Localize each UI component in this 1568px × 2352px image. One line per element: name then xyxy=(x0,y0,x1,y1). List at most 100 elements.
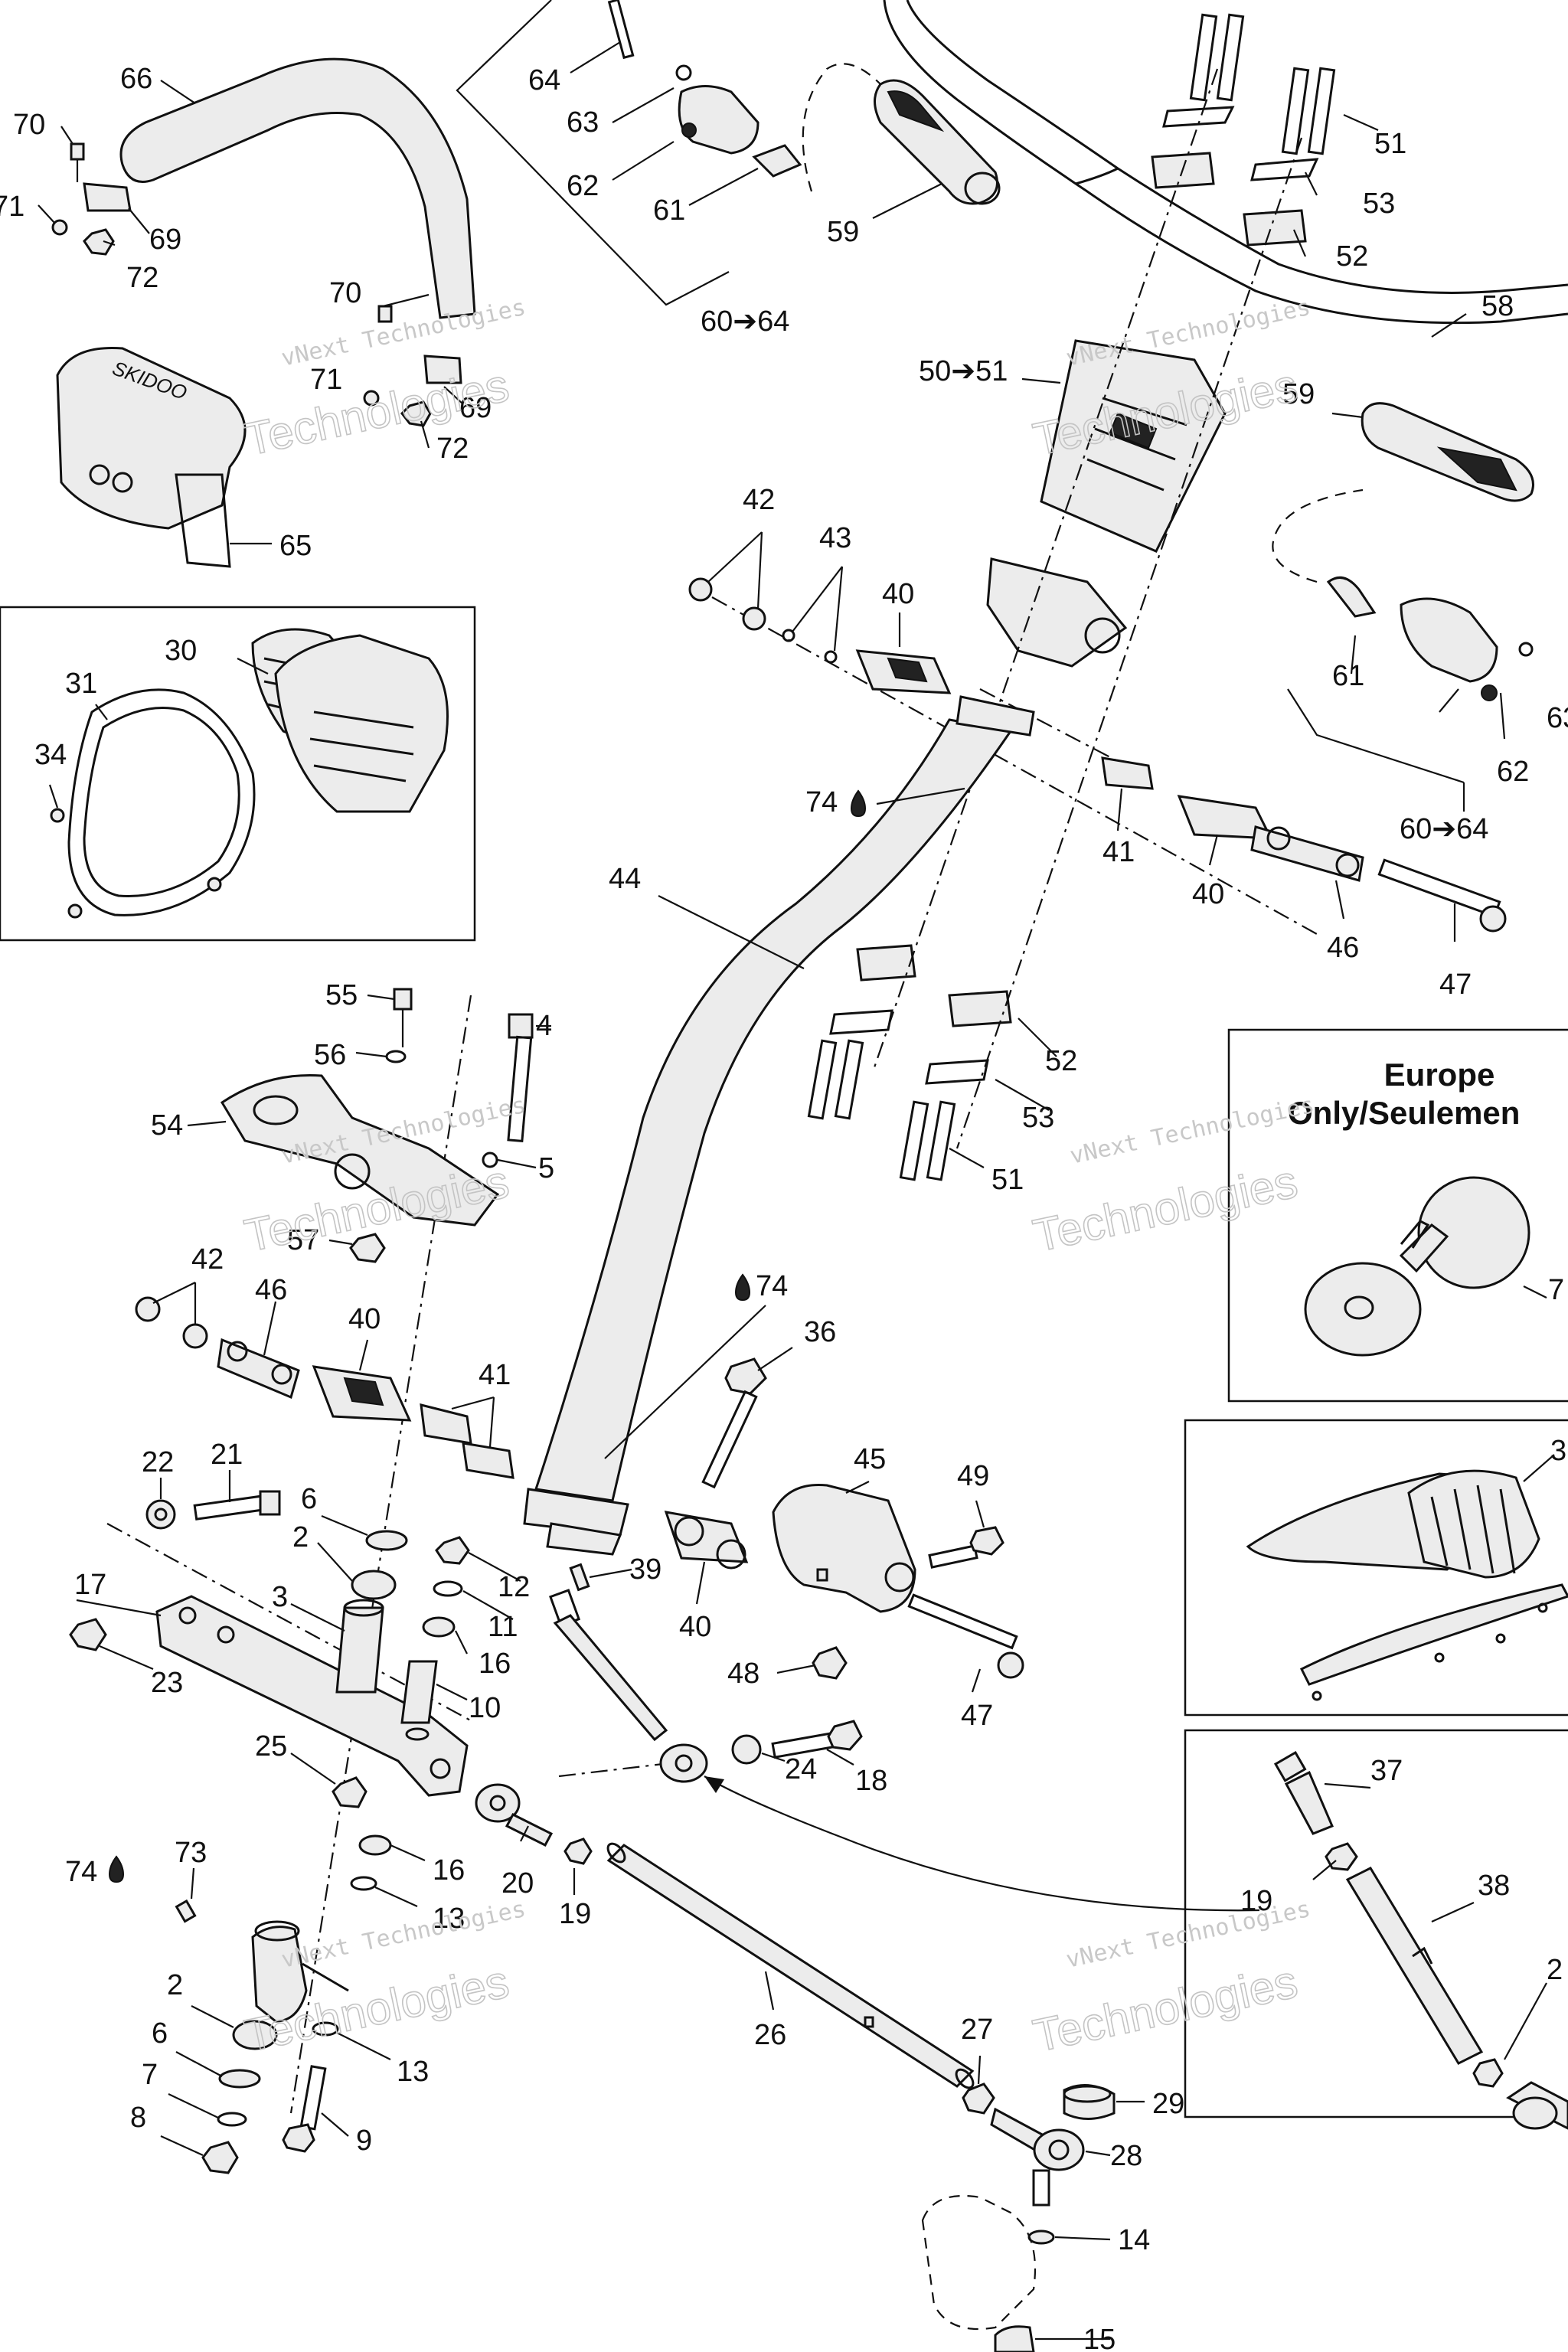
washer-13-b xyxy=(312,2021,339,2037)
bracket-45 xyxy=(772,1483,916,1613)
bushing-16-a xyxy=(422,1616,456,1638)
callout-52: 52 xyxy=(1336,240,1368,273)
washer-56 xyxy=(385,1050,407,1063)
riser-50 xyxy=(1040,339,1227,553)
callout-2-c: 2 xyxy=(1547,1954,1563,1986)
bolt-64 xyxy=(607,0,635,60)
nut-72-b xyxy=(400,400,432,427)
nut-42-d xyxy=(182,1323,208,1349)
bolt-4 xyxy=(507,1035,533,1143)
nut-71-a xyxy=(51,219,68,236)
callout-51-b: 51 xyxy=(991,1164,1024,1196)
callout-14: 14 xyxy=(1118,2224,1150,2256)
callout-46: 46 xyxy=(1327,932,1359,964)
horn-bulb xyxy=(1417,1176,1530,1289)
watermark-text: Technologies xyxy=(240,359,514,465)
callout-28: 28 xyxy=(1110,2140,1142,2172)
callout-71-b: 71 xyxy=(310,364,342,396)
nut-15 xyxy=(994,2325,1035,2352)
bracket-17 xyxy=(155,1595,469,1797)
callout-73: 73 xyxy=(175,1837,207,1869)
bolt-9 xyxy=(299,2065,327,2131)
callout-7-b: 7 xyxy=(1548,1274,1564,1306)
callout-40-d: 40 xyxy=(679,1611,711,1643)
drop-icon xyxy=(850,789,867,818)
bearing-40-lower-right xyxy=(664,1511,749,1563)
clamp-69-a xyxy=(83,182,132,212)
link-46-upper xyxy=(1250,825,1364,882)
handlebar-lower-edge xyxy=(906,0,1568,294)
ball-joint-20 xyxy=(475,1783,521,1823)
bolt-70-a xyxy=(70,142,85,161)
washer-7 xyxy=(217,2112,247,2127)
callout-13-b: 13 xyxy=(397,2056,429,2088)
group-bracket-60-64-right xyxy=(1287,688,1465,784)
callout-64: 64 xyxy=(528,64,560,96)
callout-19-b: 19 xyxy=(1240,1885,1272,1917)
callout-59: 59 xyxy=(827,216,859,248)
callout-74-c: 74 xyxy=(65,1856,97,1888)
callout-17: 17 xyxy=(74,1569,106,1601)
washer-24 xyxy=(731,1734,762,1765)
steering-rod-upper xyxy=(553,1614,668,1742)
callout-49: 49 xyxy=(957,1460,989,1492)
bushing-16-b xyxy=(358,1834,392,1856)
callout-3-b: 3 xyxy=(1550,1435,1566,1467)
callout-47: 47 xyxy=(1439,969,1472,1001)
washer-43-a xyxy=(782,629,795,642)
rod-38 xyxy=(1345,1867,1484,2065)
callout-3: 3 xyxy=(272,1581,288,1613)
callout-2-b: 2 xyxy=(167,1969,183,2001)
insert-61-right xyxy=(1326,576,1377,618)
clamp-52-bottom-right xyxy=(948,990,1012,1027)
bolt-21 xyxy=(193,1494,270,1521)
ring-right xyxy=(1299,1583,1568,1686)
watermarks: vNext Technologies Technologies vNext Te… xyxy=(240,294,1317,2063)
leader-lines xyxy=(38,41,1555,2341)
callout-11: 11 xyxy=(488,1611,518,1643)
group-bracket-60-64-top xyxy=(456,0,730,306)
nut-8 xyxy=(201,2141,239,2174)
bolt-36 xyxy=(701,1390,758,1489)
callout-63-b: 63 xyxy=(1547,702,1568,734)
callout-24: 24 xyxy=(785,1753,817,1785)
watermark-text: vNext Technologies xyxy=(279,294,528,372)
washer-6-b xyxy=(218,2069,261,2089)
callout-74: 74 xyxy=(805,786,838,818)
spacer-3 xyxy=(335,1606,384,1694)
clamp-52-top-right xyxy=(1243,209,1307,247)
callout-29: 29 xyxy=(1152,2088,1184,2120)
callout-72: 72 xyxy=(126,262,158,294)
callout-48: 48 xyxy=(727,1658,760,1690)
callout-25: 25 xyxy=(255,1730,287,1762)
callout-39: 39 xyxy=(629,1553,662,1586)
callout-6: 6 xyxy=(301,1483,317,1515)
callout-27: 27 xyxy=(961,2014,993,2046)
end-weight-62 xyxy=(678,85,760,155)
callout-57: 57 xyxy=(287,1224,319,1256)
europe-title-line2: Only/Seulemen xyxy=(1288,1095,1520,1131)
callout-47-b: 47 xyxy=(961,1700,993,1732)
handlebar-upper-edge xyxy=(883,0,1568,325)
nut-71-b xyxy=(363,390,380,407)
callout-53: 53 xyxy=(1363,188,1395,220)
callout-31: 31 xyxy=(65,668,97,700)
callout-62-b: 62 xyxy=(1497,756,1529,788)
callout-18: 18 xyxy=(855,1765,887,1797)
nut-27 xyxy=(962,2082,995,2115)
bushing-2-b xyxy=(232,2020,278,2050)
horn-bell xyxy=(1304,1262,1422,1357)
callout-22: 22 xyxy=(142,1446,174,1478)
nut-48 xyxy=(812,1646,848,1680)
bushing-2-a xyxy=(351,1570,397,1600)
callout-41: 41 xyxy=(1102,836,1135,868)
insert-61 xyxy=(752,144,802,178)
callout-9: 9 xyxy=(356,2125,372,2157)
callout-58: 58 xyxy=(1481,290,1514,322)
callout-74-b: 74 xyxy=(756,1270,788,1302)
bolt-4-head xyxy=(508,1013,534,1039)
callout-23: 23 xyxy=(151,1667,183,1699)
handlebar-bolts-51-bottom xyxy=(807,1039,956,1181)
callout-56: 56 xyxy=(314,1039,346,1071)
callout-5: 5 xyxy=(538,1152,554,1184)
